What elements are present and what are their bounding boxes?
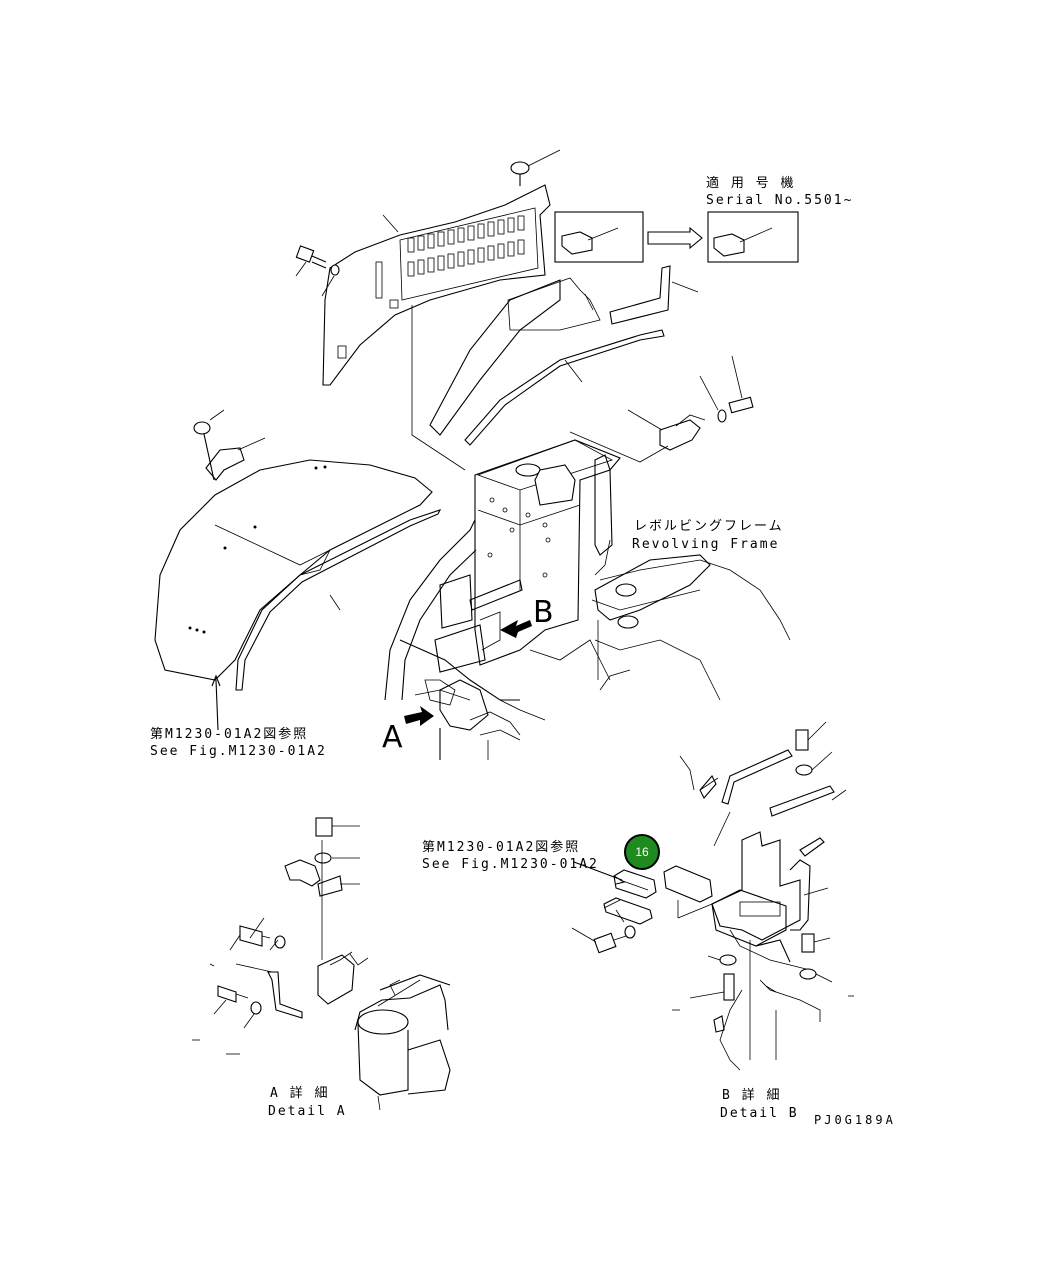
detail-b-en: Detail B: [720, 1106, 799, 1121]
seal-strips: [429, 265, 699, 446]
louver-cover-panel: [322, 184, 551, 386]
bolt-left-top: [295, 245, 340, 297]
detail-b-ja: B 詳 細: [722, 1088, 782, 1103]
fender-cover: [154, 409, 442, 731]
top-knob: [510, 149, 561, 186]
clamp-and-bolt: [411, 305, 754, 471]
drawing-code: PJ0G189A: [814, 1113, 896, 1127]
revolving-frame-ja: レボルビングフレーム: [634, 519, 784, 534]
see-fig-ja-2: 第M1230-01A2図参照: [422, 840, 581, 855]
view-label-b: B: [533, 595, 554, 630]
serial-change-boxes: [554, 211, 799, 263]
applicable-serial-en: Serial No.5501~: [706, 193, 854, 208]
detail-a-ja: A 詳 細: [270, 1086, 330, 1101]
part-number-badge-icon[interactable]: 16: [624, 834, 660, 870]
detail-a-drawing: [192, 817, 451, 1111]
revolving-frame-en: Revolving Frame: [632, 537, 780, 552]
view-arrow-a: [404, 706, 434, 726]
detail-b-drawing: [571, 721, 854, 1071]
detail-a-en: Detail A: [268, 1104, 347, 1119]
view-arrow-b: [500, 620, 532, 638]
view-label-a: A: [382, 720, 403, 755]
see-fig-en-2: See Fig.M1230-01A2: [422, 857, 599, 872]
applicable-serial-ja: 適 用 号 機: [706, 176, 796, 191]
see-fig-ja-1: 第M1230-01A2図参照: [150, 727, 309, 742]
see-fig-en-1: See Fig.M1230-01A2: [150, 744, 327, 759]
revolving-frame-assembly: [384, 439, 791, 760]
